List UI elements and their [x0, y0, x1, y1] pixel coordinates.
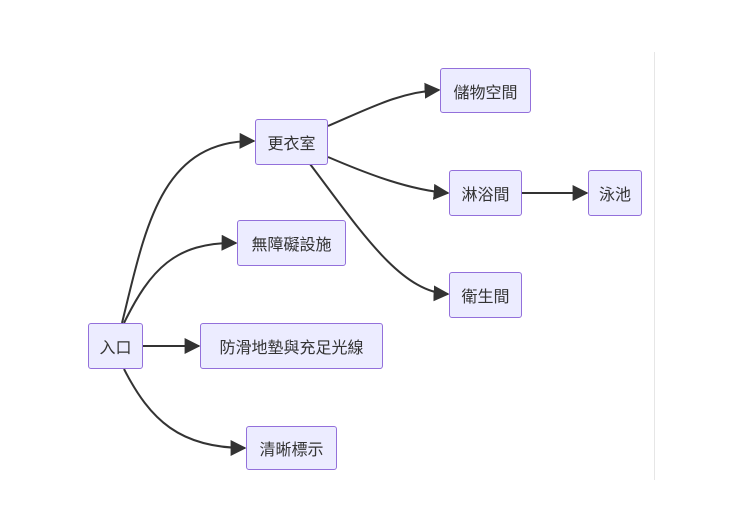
node-restroom[interactable]: 衛生間 — [449, 272, 522, 318]
node-accessibility-label: 無障礙設施 — [251, 235, 332, 254]
node-entrance[interactable]: 入口 — [88, 323, 143, 369]
node-accessibility[interactable]: 無障礙設施 — [237, 220, 346, 266]
edge-entrance-to-signage — [123, 368, 247, 456]
edge-changing-room-to-restroom — [309, 163, 450, 302]
node-antislip-lighting[interactable]: 防滑地墊與充足光線 — [200, 323, 383, 369]
node-storage-label: 儲物空間 — [453, 82, 518, 102]
node-restroom-label: 衛生間 — [461, 287, 510, 306]
edge-entrance-to-accessibility — [123, 234, 238, 324]
node-signage[interactable]: 清晰標示 — [246, 426, 337, 470]
edge-changing-room-to-shower — [327, 156, 450, 200]
edge-entrance-to-changing-room — [121, 132, 256, 324]
node-storage[interactable]: 儲物空間 — [440, 68, 531, 113]
node-antislip-lighting-label: 防滑地墊與充足光線 — [219, 338, 364, 357]
node-changing-room-label: 更衣室 — [267, 134, 316, 153]
right-divider — [654, 52, 655, 480]
node-pool-label: 泳池 — [598, 185, 631, 204]
node-shower[interactable]: 淋浴間 — [449, 170, 522, 216]
node-pool[interactable]: 泳池 — [588, 170, 642, 216]
node-signage-label: 清晰標示 — [259, 440, 324, 459]
node-entrance-label: 入口 — [99, 338, 132, 357]
edge-changing-room-to-storage — [327, 82, 441, 127]
node-shower-label: 淋浴間 — [461, 185, 510, 204]
node-changing-room[interactable]: 更衣室 — [255, 119, 328, 165]
